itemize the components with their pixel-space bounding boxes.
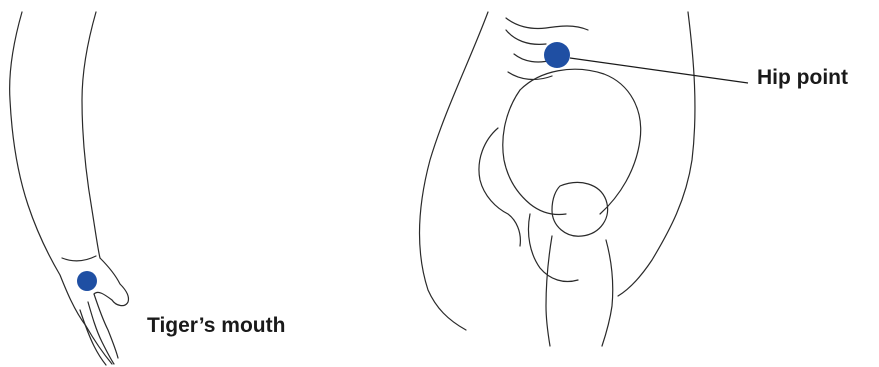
ilium-wing xyxy=(503,90,566,215)
finger-1 xyxy=(94,294,118,358)
arm-hand-drawing xyxy=(10,12,129,365)
iliac-crest xyxy=(520,69,641,214)
arm-outer-contour xyxy=(10,12,112,364)
tiger-mouth-label: Tiger’s mouth xyxy=(147,314,285,338)
tiger-mouth-marker xyxy=(77,271,97,291)
femoral-head xyxy=(552,182,608,236)
body-outer-right xyxy=(618,12,695,296)
pelvis-drawing xyxy=(420,12,748,346)
wrist-crease xyxy=(62,256,96,261)
thumb-contour xyxy=(94,258,129,306)
femur-shaft xyxy=(546,236,613,346)
hip-point-label: Hip point xyxy=(757,66,848,90)
hip-point-marker xyxy=(544,42,570,68)
arm-inner-contour xyxy=(82,12,100,258)
finger-2 xyxy=(88,302,114,364)
hip-point-leader-line xyxy=(570,58,748,83)
body-outer-left xyxy=(420,12,488,330)
ischium xyxy=(528,214,578,282)
